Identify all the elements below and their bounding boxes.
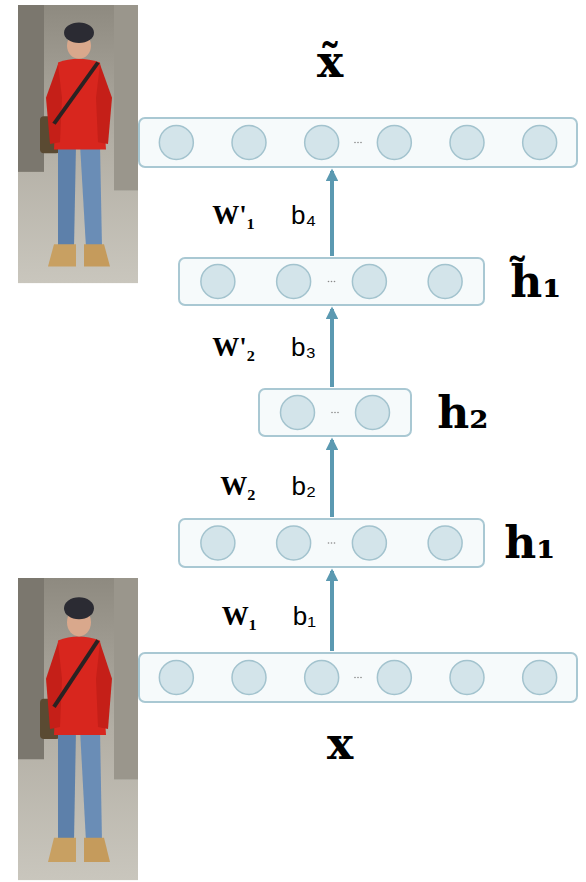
ellipsis-dot xyxy=(334,281,336,283)
neuron xyxy=(450,661,484,695)
ellipsis-dot xyxy=(334,542,336,544)
neuron xyxy=(201,526,235,560)
forward-arrow xyxy=(330,309,334,387)
layer-label: h₂ xyxy=(437,391,488,435)
neuron xyxy=(450,126,484,160)
neuron-layer: h̃₁ xyxy=(178,257,485,306)
weight-symbol: W'₁ xyxy=(212,200,255,230)
neuron xyxy=(428,526,462,560)
neuron xyxy=(305,126,339,160)
ellipsis-dot xyxy=(337,412,339,414)
layer-label: x̃ xyxy=(317,40,343,84)
weight-bias-label: W'₁ b₄ xyxy=(212,202,316,229)
weight-symbol: W₂ xyxy=(220,471,255,501)
ellipsis-dot xyxy=(360,677,362,679)
neuron xyxy=(523,126,557,160)
neuron xyxy=(377,126,411,160)
neuron-layer: x̃ xyxy=(138,117,578,168)
neuron xyxy=(352,526,386,560)
layer-label: h₁ xyxy=(504,521,555,565)
neuron-circles xyxy=(140,119,576,166)
weight-bias-label: W₂ b₂ xyxy=(220,473,316,500)
ellipsis-dot xyxy=(334,412,336,414)
bias-symbol: b₄ xyxy=(291,200,316,230)
neuron xyxy=(428,265,462,299)
forward-arrow xyxy=(330,440,334,517)
ellipsis-dot xyxy=(357,677,359,679)
forward-arrow xyxy=(330,571,334,651)
ellipsis-dot xyxy=(357,142,359,144)
neuron-circles xyxy=(180,259,483,304)
neuron xyxy=(356,396,390,430)
neuron-circles xyxy=(180,520,483,566)
neuron-layer: h₁ xyxy=(178,518,485,568)
neuron-circles xyxy=(140,654,576,701)
ellipsis-dot xyxy=(328,281,330,283)
neuron xyxy=(277,265,311,299)
weight-symbol: W'₂ xyxy=(212,332,255,362)
ellipsis-dot xyxy=(331,281,333,283)
neuron xyxy=(232,661,266,695)
ellipsis-dot xyxy=(354,677,356,679)
ellipsis-dot xyxy=(328,542,330,544)
bias-symbol: b₁ xyxy=(293,601,316,631)
ellipsis-dot xyxy=(331,412,333,414)
forward-arrow xyxy=(330,171,334,256)
layer-label: x xyxy=(327,722,353,766)
layer-label: h̃₁ xyxy=(510,260,561,304)
ellipsis-dot xyxy=(360,142,362,144)
ellipsis-dot xyxy=(331,542,333,544)
weight-symbol: W₁ xyxy=(222,601,257,631)
neuron xyxy=(281,396,315,430)
neuron-circles xyxy=(260,390,410,435)
neuron xyxy=(232,126,266,160)
neuron xyxy=(352,265,386,299)
neuron xyxy=(159,661,193,695)
neuron-layer: x xyxy=(138,652,578,703)
neuron-layer: h₂ xyxy=(258,388,412,437)
neuron xyxy=(277,526,311,560)
bias-symbol: b₃ xyxy=(291,332,316,362)
bias-symbol: b₂ xyxy=(291,471,316,501)
neuron xyxy=(201,265,235,299)
neuron xyxy=(305,661,339,695)
neuron xyxy=(377,661,411,695)
ellipsis-dot xyxy=(354,142,356,144)
weight-bias-label: W'₂ b₃ xyxy=(212,334,316,361)
neuron xyxy=(159,126,193,160)
weight-bias-label: W₁ b₁ xyxy=(222,603,316,630)
neuron xyxy=(523,661,557,695)
